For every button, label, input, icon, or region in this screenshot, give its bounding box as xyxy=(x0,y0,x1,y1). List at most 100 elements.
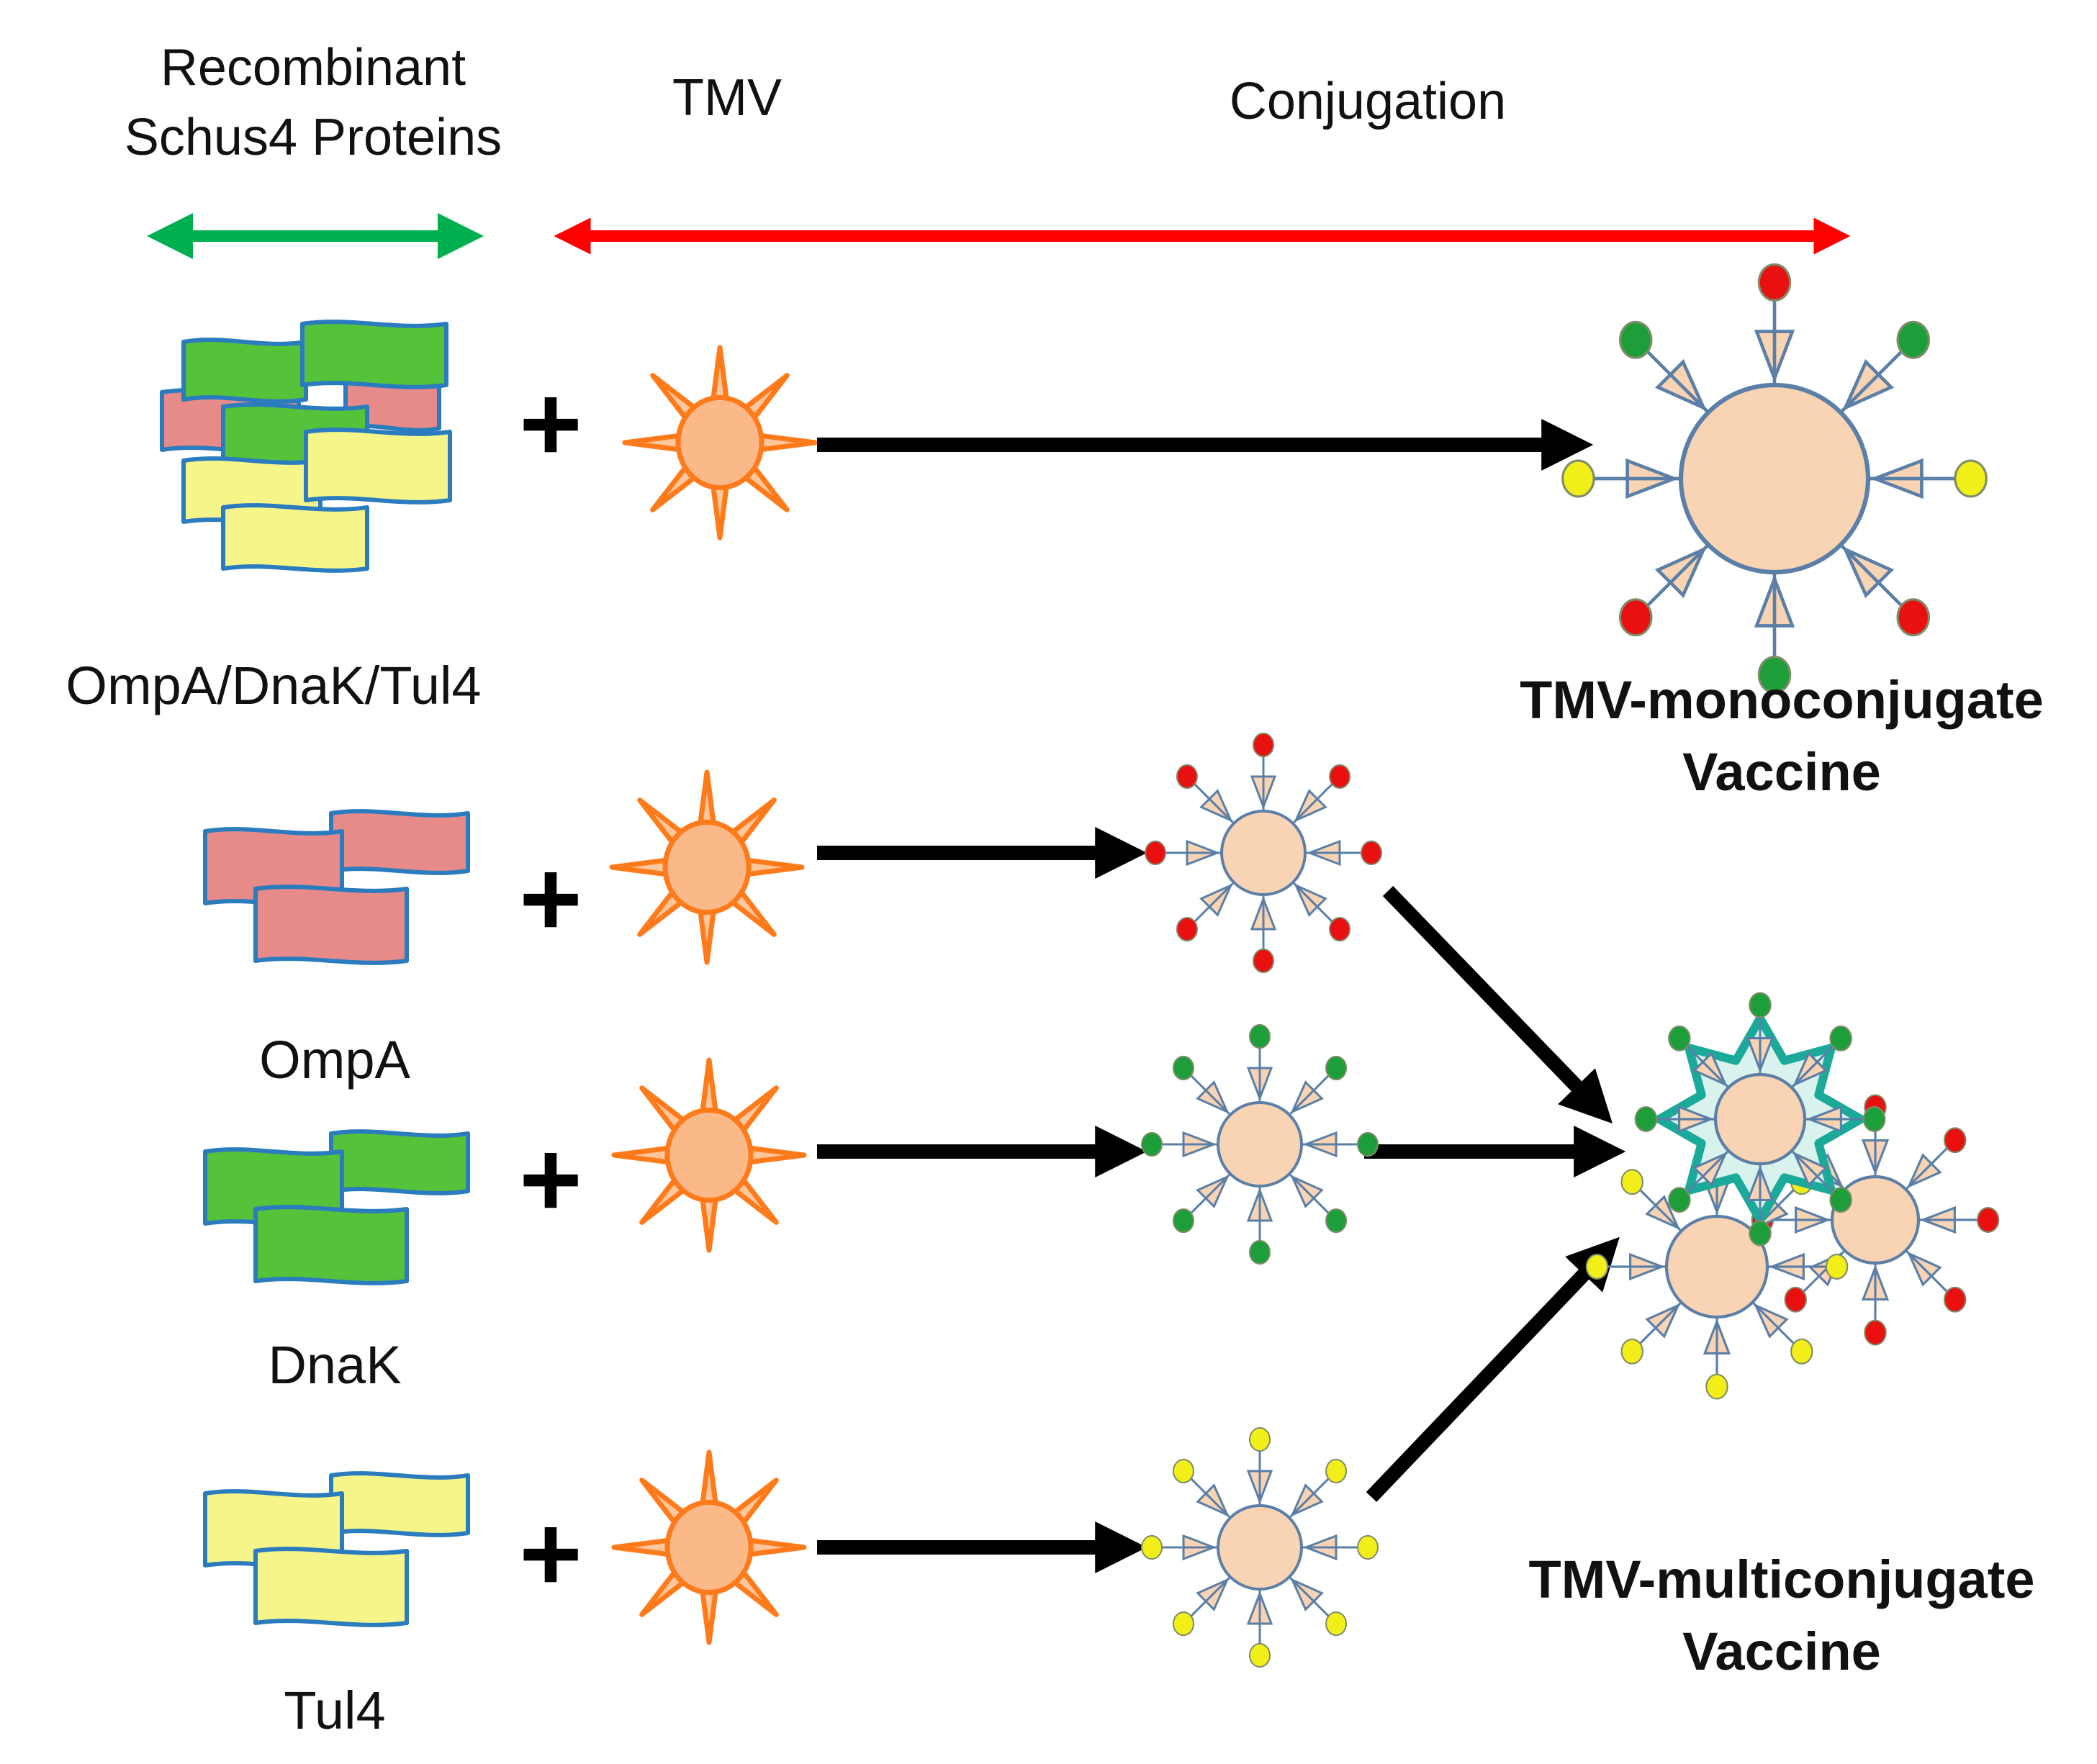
row-label-ompa: OmpA xyxy=(259,1030,410,1090)
tmv-spike xyxy=(742,857,805,877)
tmv-particle-tul4 xyxy=(611,1449,807,1645)
mono-antigen-dot xyxy=(1618,598,1653,637)
mono-antigen-dot xyxy=(1954,459,1988,498)
ompa-tile-bottom xyxy=(253,885,409,965)
arrow-tul4-conjugate-to-multi xyxy=(1366,1236,1620,1502)
dnak-conj-antigen-dot xyxy=(1172,1208,1194,1234)
multi-tul4-antigen-dot xyxy=(1825,1254,1849,1280)
tul4-conj-antigen-dot xyxy=(1141,1534,1163,1560)
multi-tul4-antigen-dot xyxy=(1620,1169,1643,1195)
mono-antigen-dot xyxy=(1757,656,1792,695)
multi-dnak-antigen-dot xyxy=(1749,1220,1772,1247)
mixed-tile-dnak-top-left xyxy=(181,338,308,404)
dnak-conjugate-particle xyxy=(1141,1023,1379,1265)
plus-sign-ompa: + xyxy=(519,838,582,959)
dnak-protein-tiles xyxy=(203,1129,470,1285)
multi-vaccine-label-line1: TMV-multiconjugate xyxy=(1529,1550,2035,1609)
multi-dnak-antigen-dot xyxy=(1634,1106,1658,1132)
ompa-conj-antigen-dot xyxy=(1176,764,1198,790)
tmv-spike xyxy=(755,433,818,453)
multi-dnak-antigen-dot xyxy=(1668,1025,1691,1051)
multi-dnak-antigen-dot xyxy=(1749,992,1772,1018)
mixed-tile-dnak-top-right xyxy=(300,320,448,389)
tmv-spike xyxy=(744,1145,807,1165)
tul4-conj-core xyxy=(1217,1504,1303,1591)
multi-ompa-antigen-dot xyxy=(1943,1286,1967,1313)
multi-cluster-ompa-particle xyxy=(1751,1094,2000,1346)
tmv-core xyxy=(675,394,765,491)
tul4-conj-antigen-dot xyxy=(1325,1458,1348,1484)
dnak-conj-antigen-dot xyxy=(1249,1239,1271,1265)
tul4-conj-antigen-dot xyxy=(1172,1458,1194,1484)
dnak-tile-top-right xyxy=(329,1129,470,1195)
row-label-dnak: DnaK xyxy=(268,1335,401,1395)
ompa-conj-antigen-dot xyxy=(1361,840,1382,866)
mono-vaccine-label-line2: Vaccine xyxy=(1682,742,1881,802)
multi-vaccine-label-line2: Vaccine xyxy=(1682,1621,1881,1681)
multi-tul4-antigen-dot xyxy=(1705,1373,1728,1400)
tul4-conj-antigen-dot xyxy=(1249,1426,1271,1452)
proteins-header-line2: Schus4 Proteins xyxy=(125,109,502,166)
tmv-spike xyxy=(744,1537,807,1557)
dnak-conj-antigen-dot xyxy=(1325,1208,1348,1234)
ompa-conj-antigen-dot xyxy=(1253,948,1274,974)
plus-sign-tul4: + xyxy=(519,1493,582,1614)
dnak-conj-antigen-dot xyxy=(1172,1055,1194,1081)
multi-cluster-dnak-particle xyxy=(1634,992,1886,1247)
multi-dnak-antigen-dot xyxy=(1829,1025,1852,1051)
ompa-conjugate-particle xyxy=(1145,732,1382,974)
multi-tul4-antigen-dot xyxy=(1585,1254,1609,1280)
multi-conjugate-cluster xyxy=(1585,992,2000,1400)
mixed-tile-tul4-bottom xyxy=(221,503,369,573)
multi-ompa-antigen-dot xyxy=(1784,1286,1808,1313)
dnak-conj-antigen-dot xyxy=(1357,1131,1379,1157)
ompa-protein-tiles xyxy=(203,809,470,965)
mono-antigen-dot xyxy=(1896,598,1931,637)
dnak-conj-antigen-dot xyxy=(1325,1055,1348,1081)
multi-dnak-core xyxy=(1713,1072,1807,1166)
mono-antigen-dot xyxy=(1896,320,1931,359)
dnak-conj-antigen-dot xyxy=(1141,1131,1163,1157)
tul4-tile-bottom xyxy=(253,1547,409,1627)
row-label-mixed: OmpA/DnaK/Tul4 xyxy=(66,656,481,715)
row-label-tul4: Tul4 xyxy=(284,1681,385,1740)
tul4-conjugate-particle xyxy=(1141,1426,1379,1668)
multi-dnak-antigen-dot xyxy=(1668,1187,1691,1213)
ompa-conj-antigen-dot xyxy=(1329,764,1351,790)
tmv-particle-mixed xyxy=(622,345,818,540)
tul4-conj-antigen-dot xyxy=(1172,1611,1194,1637)
mono-antigen-dot xyxy=(1757,263,1792,302)
mono-antigen-dot xyxy=(1618,320,1653,359)
ompa-conj-core xyxy=(1220,810,1307,896)
mono-core xyxy=(1678,382,1871,575)
tmv-core xyxy=(664,1499,754,1596)
tul4-conj-antigen-dot xyxy=(1249,1642,1271,1668)
ompa-conj-antigen-dot xyxy=(1145,840,1166,866)
ompa-conj-antigen-dot xyxy=(1253,732,1274,758)
arrow-ompa-conjugate-to-multi xyxy=(1382,886,1613,1124)
mono-conjugate-particle xyxy=(1561,263,1988,695)
tmv-core xyxy=(664,1107,754,1203)
ompa-conj-antigen-dot xyxy=(1176,916,1198,942)
mixed-tile-tul4-right xyxy=(304,428,452,505)
multi-ompa-antigen-dot xyxy=(1864,1319,1887,1346)
dnak-tile-bottom xyxy=(253,1205,409,1285)
multi-dnak-antigen-dot xyxy=(1829,1187,1852,1213)
mixed-protein-tiles xyxy=(160,320,452,573)
tmv-header: TMV xyxy=(672,69,782,127)
multi-tul4-antigen-dot xyxy=(1620,1338,1643,1365)
conjugation-header: Conjugation xyxy=(1230,73,1506,130)
ompa-tile-top-right xyxy=(329,809,470,875)
multi-ompa-core xyxy=(1830,1175,1921,1265)
tul4-conj-antigen-dot xyxy=(1325,1611,1348,1637)
multi-ompa-antigen-dot xyxy=(1943,1127,1967,1154)
multi-tul4-core xyxy=(1664,1214,1769,1319)
tul4-tile-top-right xyxy=(329,1471,470,1537)
plus-sign-dnak: + xyxy=(519,1118,582,1239)
tmv-core xyxy=(662,819,752,915)
tul4-protein-tiles xyxy=(203,1471,470,1627)
plus-sign-mixed: + xyxy=(519,363,582,484)
tul4-conj-antigen-dot xyxy=(1357,1534,1379,1560)
multi-ompa-antigen-dot xyxy=(1976,1207,2000,1233)
multi-tul4-antigen-dot xyxy=(1790,1338,1813,1365)
